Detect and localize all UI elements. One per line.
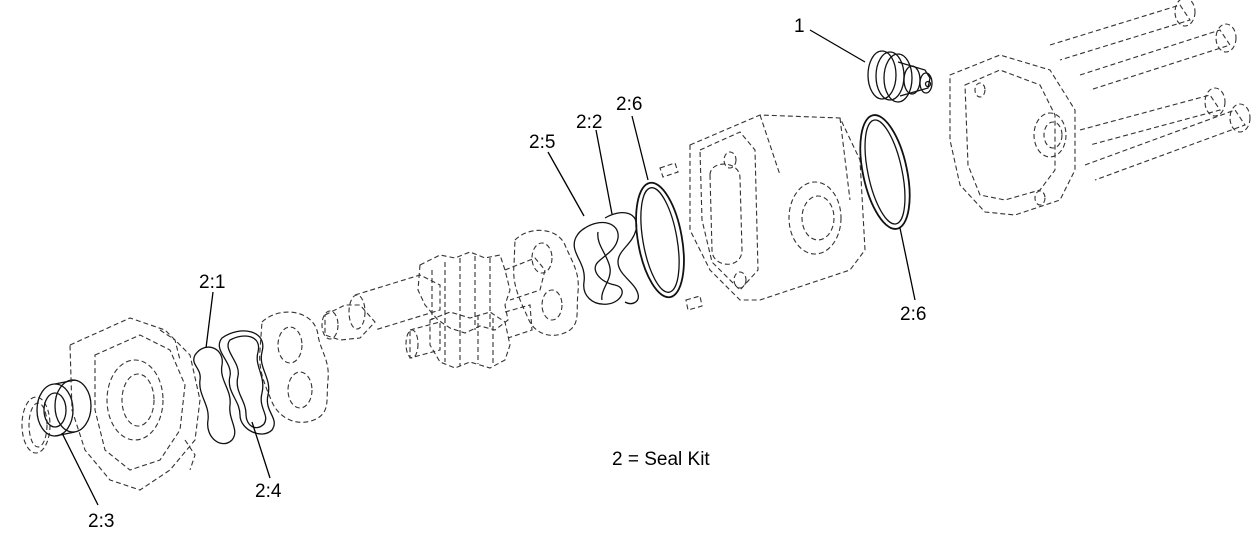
callout-2-2: 2:2: [576, 112, 602, 133]
dowel-pins: [659, 162, 703, 311]
leader-2-2: [595, 129, 613, 215]
callout-2-6-right: 2:6: [900, 304, 926, 325]
leader-2-3: [61, 432, 99, 506]
leader-2-6b: [899, 227, 916, 301]
front-cover: [69, 317, 201, 491]
leader-lines: [61, 29, 916, 506]
seal-2-5-part: [573, 221, 623, 305]
callout-2-5: 2:5: [529, 132, 555, 153]
seal-kit-note: 2 = Seal Kit: [612, 449, 710, 470]
drive-shaft-gear: [321, 251, 546, 369]
leader-2-6a: [631, 115, 649, 181]
leader-1: [809, 29, 866, 63]
seal-2-4-part: [218, 330, 275, 435]
shaft-seal-part: [36, 379, 92, 437]
rear-wear-plate: [513, 229, 579, 336]
leader-2-4: [251, 421, 271, 479]
callout-2-6-center: 2:6: [616, 94, 642, 115]
seal-2-2-part: [597, 212, 639, 305]
retaining-ring: [21, 396, 51, 454]
o-ring-right: [859, 114, 911, 230]
callout-2-1: 2:1: [199, 272, 225, 293]
cap-screws: [1049, 0, 1251, 181]
gear-housing: [689, 114, 866, 301]
callout-2-3: 2:3: [88, 511, 114, 532]
wear-plate: [259, 311, 329, 423]
relief-valve: [867, 50, 933, 103]
leader-2-5: [547, 151, 585, 217]
o-ring-center: [635, 181, 685, 299]
callout-1: 1: [794, 16, 805, 37]
leader-2-1: [205, 291, 214, 349]
callout-2-4: 2:4: [255, 481, 282, 502]
seal-2-1-part: [193, 346, 236, 445]
rear-cover: [949, 54, 1076, 216]
